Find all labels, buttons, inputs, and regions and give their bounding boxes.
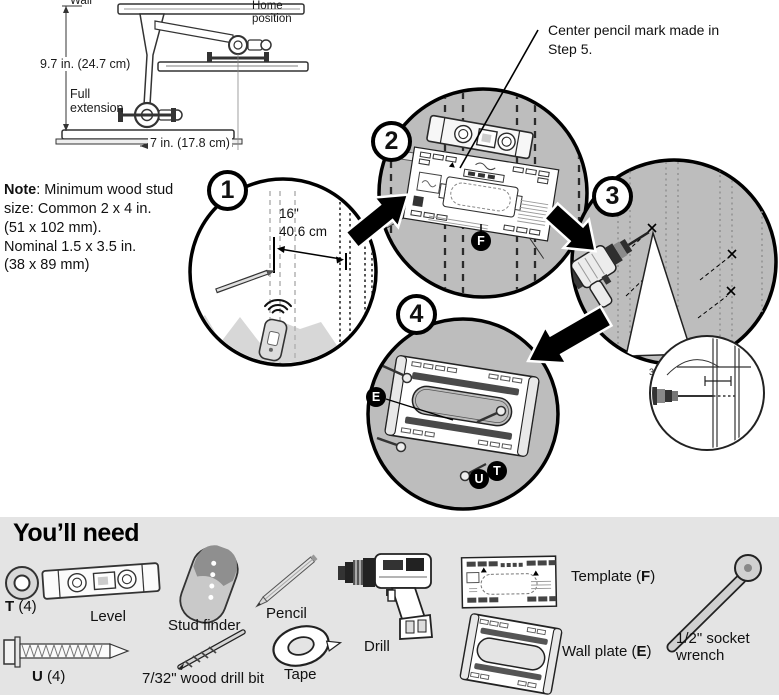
stud-finder-icon bbox=[179, 545, 239, 624]
youll-need-title: You’ll need bbox=[13, 519, 140, 547]
drill-depth-inset bbox=[649, 335, 765, 451]
drill-tool bbox=[572, 231, 650, 308]
pencil-drawing-mark bbox=[215, 269, 275, 294]
wall-plate bbox=[384, 355, 540, 457]
inset-pointer bbox=[625, 230, 694, 357]
lag-bolt-part-badge: U bbox=[469, 469, 489, 489]
template-icon bbox=[460, 555, 558, 609]
stud-finder-label: Stud finder bbox=[168, 617, 241, 634]
wall-stud-section bbox=[677, 338, 751, 448]
tape-tab-right bbox=[549, 214, 567, 227]
drilling-template bbox=[381, 146, 567, 259]
lag-bolt-icon bbox=[3, 636, 130, 668]
drill-bit-icon bbox=[177, 629, 246, 670]
pencil-icon bbox=[255, 554, 318, 608]
center-pencil-mark-callout: Center pencil mark made in Step 5. bbox=[548, 22, 720, 57]
drill-icon bbox=[338, 553, 433, 640]
note-bold-prefix: Note bbox=[4, 182, 37, 198]
tape-label: Tape bbox=[284, 666, 317, 683]
wall-plate-part-badge: E bbox=[366, 387, 386, 407]
template-label: Template (F) bbox=[571, 568, 656, 585]
extension-depth-label: 7 in. (17.8 cm) bbox=[148, 136, 232, 151]
step1-number-badge: 1 bbox=[207, 170, 248, 211]
youll-need-panel bbox=[0, 517, 779, 695]
wall-plate-bar bbox=[117, 3, 305, 15]
extension-height-label: 9.7 in. (24.7 cm) bbox=[38, 57, 133, 72]
step1-illustration bbox=[188, 177, 378, 367]
home-position-label: Home position bbox=[252, 0, 292, 26]
wall-plate-leader bbox=[385, 398, 454, 421]
drill-bit-label: 7/32" wood drill bit bbox=[142, 670, 265, 687]
leader-arc bbox=[666, 359, 720, 376]
depth-bracket bbox=[704, 376, 732, 386]
full-extension-label: Full extension bbox=[70, 87, 124, 116]
stud-spacing-measurement: 16" 40.6 cm bbox=[279, 206, 328, 239]
wall-plate-icon bbox=[459, 613, 563, 695]
pencil-label: Pencil bbox=[266, 605, 307, 622]
step2-illustration bbox=[377, 87, 589, 299]
drill-bit-in-stud bbox=[652, 387, 737, 405]
step3-number-badge: 3 bbox=[592, 176, 633, 217]
home-position-bracket bbox=[154, 20, 309, 72]
stud-size-note: Note: Minimum wood stud size: Common 2 x… bbox=[4, 182, 174, 274]
step2-number-badge: 2 bbox=[371, 121, 412, 162]
lag-bolt-label: U (4) bbox=[32, 668, 66, 685]
washer-part-badge: T bbox=[487, 461, 507, 481]
wall-label: Wall bbox=[70, 0, 92, 7]
tape-icon bbox=[272, 625, 343, 667]
step4-number-badge: 4 bbox=[396, 294, 437, 335]
step4-illustration bbox=[366, 317, 560, 511]
socket-wrench-icon bbox=[666, 554, 762, 653]
drill-label: Drill bbox=[364, 638, 390, 655]
stud-finder-in-use bbox=[258, 299, 292, 362]
washer-icon bbox=[5, 566, 39, 600]
spacing-dimension bbox=[273, 237, 347, 273]
youll-need-tools-art bbox=[3, 545, 762, 695]
socket-wrench-label: 1/2" socket wrench bbox=[676, 630, 750, 665]
level-icon bbox=[41, 562, 161, 600]
washer-label: T (4) bbox=[5, 598, 37, 615]
template-part-badge: F bbox=[471, 231, 491, 251]
stud-guide-lines bbox=[269, 191, 296, 363]
level-label: Level bbox=[90, 608, 126, 625]
signal-arcs-icon bbox=[264, 299, 292, 314]
lag-bolts-and-washers bbox=[376, 364, 507, 482]
wall-plate-label: Wall plate (E) bbox=[562, 643, 652, 660]
